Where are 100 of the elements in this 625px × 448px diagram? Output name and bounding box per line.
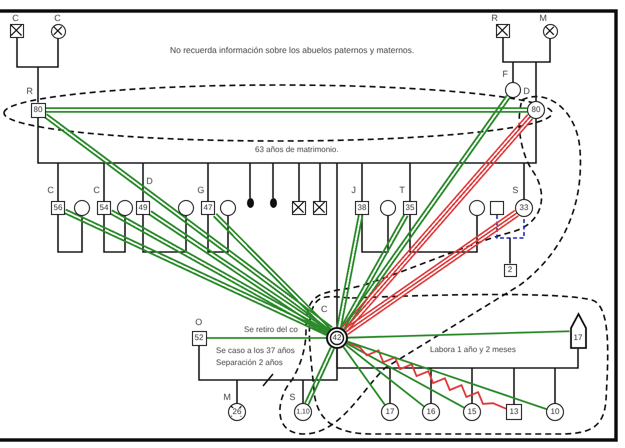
couple-line — [103, 215, 126, 253]
descent-line — [471, 368, 473, 403]
age-label: 10 — [550, 408, 560, 416]
age-label: 17 — [574, 334, 582, 342]
person-initial: S — [512, 185, 518, 196]
descent-line — [37, 67, 39, 102]
person-initial: C — [54, 13, 61, 24]
relationship-line — [346, 342, 465, 408]
relationship-line — [345, 344, 424, 408]
descent-line — [272, 163, 274, 198]
female-symbol — [469, 200, 485, 216]
age-label: 16 — [426, 408, 436, 416]
filled-dot-symbol — [246, 198, 254, 208]
relationship-line — [342, 346, 386, 406]
female-symbol — [381, 403, 399, 421]
couple-line — [502, 38, 551, 63]
annotation-text: 63 años de matrimonio. — [255, 145, 339, 155]
descent-line — [319, 163, 321, 201]
descent-line — [142, 163, 144, 201]
age-label: 38 — [358, 204, 366, 212]
couple-line — [496, 215, 525, 239]
filled-dot-symbol — [270, 198, 276, 208]
annotation-text: Labora 1 año y 2 meses — [430, 345, 516, 355]
age-label: 15 — [468, 408, 476, 416]
person-initial: J — [351, 185, 356, 196]
descent-line — [302, 380, 304, 403]
descent-line — [409, 163, 411, 201]
age-label: 56 — [54, 204, 62, 212]
male-symbol — [506, 404, 522, 420]
female-symbol — [422, 403, 440, 421]
couple-line — [57, 215, 83, 253]
descent-line — [389, 368, 391, 403]
descent-line — [207, 163, 209, 201]
female-symbol — [220, 200, 236, 216]
person-initial: S — [289, 392, 296, 402]
descent-line — [57, 163, 59, 201]
age-label: 17 — [386, 408, 394, 416]
age-label: 47 — [204, 204, 212, 212]
double-line — [110, 210, 329, 336]
person-initial: D — [523, 86, 530, 96]
person-initial: C — [321, 304, 328, 314]
descent-line — [509, 238, 511, 264]
deceased-male-symbol — [292, 201, 306, 215]
female-symbol — [117, 200, 133, 216]
age-label: 42 — [332, 334, 342, 342]
female-symbol — [74, 200, 90, 216]
descent-line — [535, 62, 537, 101]
annotation-text: Separación 2 años — [216, 358, 283, 368]
annotation-text: Se retiro del co — [244, 325, 298, 335]
person-initial: M — [223, 392, 231, 402]
double-line — [340, 214, 408, 330]
double-line — [148, 210, 330, 334]
descent-line — [298, 163, 300, 201]
male-symbol — [504, 264, 516, 276]
person-initial: T — [399, 185, 405, 196]
female-symbol — [178, 200, 194, 216]
person-initial: C — [93, 185, 100, 196]
couple-line — [16, 38, 59, 68]
descent-line — [513, 368, 515, 404]
male-symbol — [490, 201, 504, 215]
age-label: 52 — [194, 334, 204, 342]
person-initial: R — [491, 13, 498, 24]
double-line — [44, 113, 333, 331]
descent-line — [554, 368, 556, 403]
female-symbol — [463, 403, 481, 421]
couple-line — [198, 346, 338, 381]
person-initial: C — [47, 185, 54, 196]
double-line — [46, 107, 527, 113]
person-initial: G — [197, 185, 204, 196]
person-initial: D — [146, 176, 153, 186]
descent-line — [361, 163, 363, 201]
descent-line — [430, 368, 432, 403]
pentagon-symbol — [570, 313, 586, 349]
annotation-text: Se caso a los 37 años — [216, 346, 295, 356]
descent-line — [336, 163, 338, 327]
descent-line — [512, 62, 514, 82]
deceased-male-symbol — [313, 201, 327, 215]
age-label: 49 — [138, 204, 148, 212]
couple-line — [361, 215, 389, 253]
age-label: 26 — [232, 408, 242, 416]
zigzag-line — [346, 341, 506, 410]
female-symbol — [546, 403, 564, 421]
descent-line — [236, 380, 238, 403]
double-line — [64, 208, 328, 336]
note-text: No recuerda información sobre los abuelos paternos y maternos. — [170, 45, 414, 55]
double-line — [304, 346, 335, 405]
age-label: 2 — [508, 266, 512, 274]
descent-line — [249, 163, 251, 198]
descent-line — [103, 163, 105, 201]
couple-line — [336, 349, 579, 369]
age-label: 13 — [510, 408, 518, 416]
age-label: 80 — [532, 106, 540, 114]
age-label: 80 — [34, 106, 42, 114]
triple-line — [344, 210, 519, 335]
person-initial: R — [26, 86, 33, 96]
person-initial: M — [539, 13, 547, 24]
person-initial: C — [12, 13, 19, 24]
relationship-line — [206, 337, 326, 339]
person-initial: F — [502, 69, 508, 80]
relationship-line — [348, 330, 570, 339]
